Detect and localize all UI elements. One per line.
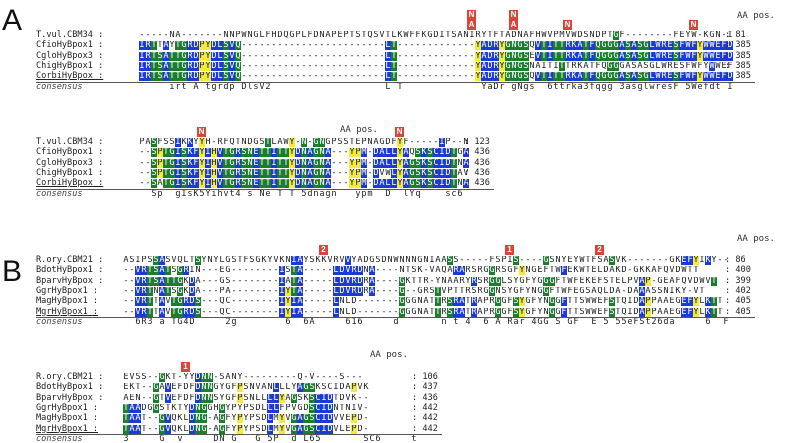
sequence-name: CfioHyBpox1 :	[36, 147, 104, 158]
sequence-name: ChigHyBpox1 :	[36, 167, 104, 178]
aa-position-number: : 442	[412, 402, 438, 413]
aa-position-number: : 442	[412, 423, 438, 434]
aligned-sequence: -----NA-------NNPWNGLFHDQGPLFDNAPEPTSTQS…	[139, 31, 733, 40]
sequence-name: CfioHyBpox1 :	[36, 40, 104, 51]
separator-line	[36, 81, 755, 83]
aligned-sequence: IRTTAYTGRDPYDLSVQ-----------------------…	[139, 41, 733, 51]
aligned-sequence: --VRTTAVTGRDS---QC--------IYIA-----LNLD-…	[123, 307, 723, 317]
consensus-label: consensus	[36, 316, 83, 327]
sequence-name: BparvHyBpox :	[36, 392, 104, 403]
glycosylation-marker: 2	[595, 245, 604, 255]
aa-position-number: : 385	[725, 60, 751, 71]
glycosylation-marker-letter: A	[467, 20, 476, 30]
aligned-sequence: --VRTTAVTGRDS---QC--------IYIA-----LNLD-…	[123, 297, 723, 307]
aligned-sequence: --SPTGISKFYIHVTGRSNETTITTYDNAGNA---YPM-D…	[139, 148, 469, 158]
sequence-name: MgrHyBpox1 :	[36, 423, 99, 434]
sequence-name: BdotHyBpox1 :	[36, 382, 104, 393]
aa-position-number: : 385	[725, 40, 751, 51]
sequence-name: GgrHyBpox1 :	[36, 402, 99, 413]
aa-position-number: : 385	[725, 50, 751, 61]
aa-position-number: : 106	[412, 372, 438, 382]
separator-line	[36, 434, 442, 435]
aligned-sequence: --SPTGISKFYIHVTGRSNETTITTYDNAGNA---YPM-D…	[139, 158, 469, 168]
consensus-label: consensus	[36, 433, 83, 443]
aa-pos-label: AA pos.	[737, 234, 775, 244]
aa-position-number: : 399	[725, 275, 751, 286]
glycosylation-marker: N	[395, 127, 404, 137]
aa-position-number: : 436	[464, 157, 490, 168]
consensus-sequence: 3 G v DN G G 5P d L65 SC6 t	[123, 434, 417, 443]
glycosylation-marker: 1	[181, 362, 190, 372]
sequence-name: CorbiHyBpox :	[36, 178, 104, 189]
aligned-sequence: --VRTSATTGKDA---GS--------IATA-----LDVRD…	[123, 276, 717, 286]
sequence-name: T.vul.CBM34 :	[36, 30, 104, 40]
sequence-name: ChigHyBpox1 :	[36, 60, 104, 71]
aligned-sequence: --SPTGISKFYIHVTGRSNETTITTYDNAGNA---YPM-D…	[139, 168, 469, 178]
aligned-sequence: TAAT--GVQKLDNG-AGFYPYPSDLMYVGAGSCIDVVEPD…	[123, 414, 369, 424]
glycosylation-marker: 1	[505, 245, 514, 255]
glycosylation-marker: 2	[319, 245, 328, 255]
sequence-name: R.ory.CBM21 :	[36, 372, 104, 382]
aligned-sequence: --VRTNATSGKDA---PA--------IYTA-----LDVRD…	[123, 286, 705, 296]
sequence-name: CgloHyBpox3 :	[36, 157, 104, 168]
aligned-sequence: ASIPSSASVQLTSYNYLGSTFSGKYVKNIAYSKKVRVVYA…	[123, 256, 729, 265]
aa-position-number: : 442	[412, 413, 438, 424]
aligned-sequence: PASFSSIKKYYH-RFQTNDGSTLAWY-N-GNGPSSTEPNA…	[139, 138, 469, 147]
aa-position-number: : 436	[464, 167, 490, 178]
aligned-sequence: TAADGGSTKTYDNGGHGYPYPSDLLLFPVGDSCIDNTNIV…	[123, 403, 369, 413]
aa-pos-label: AA pos.	[340, 125, 378, 135]
aligned-sequence: EKT--GAVEFDFDNNGYGFPSNVANLLLYAGSKSCIDAPV…	[123, 383, 369, 393]
sequence-name: BparvHyBpox :	[36, 275, 104, 286]
consensus-sequence: Sp gIsK5Yihvt4 s Ne T T 5dnagn ypm D lYq…	[151, 189, 463, 199]
aa-position-number: : 81	[725, 30, 746, 40]
aligned-sequence: --VRTSATSGRIN---EG--------ISTA-----LDVRD…	[123, 266, 699, 276]
aa-position-number: : 405	[725, 306, 751, 317]
consensus-sequence: irt A tgrdp DlsV2 L T YaDr gNgs 6ttrka3f…	[169, 82, 733, 92]
separator-line	[36, 317, 755, 318]
glycosylation-marker: N	[563, 20, 572, 30]
aa-position-number: : 402	[725, 285, 751, 296]
aligned-sequence: IRTSATTGRDPYDLSVQ-----------------------…	[139, 61, 733, 71]
aa-position-number: : 405	[725, 296, 751, 307]
glycosylation-marker: N	[509, 10, 518, 20]
sequence-name: R.ory.CBM21 :	[36, 255, 104, 265]
panel-letter-b: B	[2, 255, 23, 288]
aa-position-number: : 400	[725, 265, 751, 276]
aligned-sequence: IRTSATTGRDPYDLSVQ-----------------------…	[139, 51, 733, 61]
consensus-sequence: 6R3 a TG4D 2g 6 6A 616 d n t 4 6 A Rar 4…	[135, 317, 729, 327]
separator-line	[36, 188, 494, 190]
aa-position-number: : 86	[725, 255, 746, 265]
panel-letter-a: A	[2, 4, 23, 37]
sequence-name: T.vul.CBM34 :	[36, 137, 104, 147]
aa-pos-label: AA pos.	[737, 11, 775, 21]
sequence-name: BdotHyBpox1 :	[36, 265, 104, 276]
aa-position-number: : 436	[464, 178, 490, 189]
aligned-sequence: AEN--GTVEFDFDNNSYGFPSNLLLLYAGSKSCIDTDVK-…	[123, 393, 369, 403]
aligned-sequence: EVSS--GKT-YYDNN-SANY---------Q-V----S---	[123, 373, 363, 382]
aligned-sequence: TAAT--GVQKLDNG-AGFYPYPSDLMYVGAGSCIDVLEPD…	[123, 424, 369, 434]
sequence-name: MagHyBpox1 :	[36, 413, 99, 424]
sequence-name: MagHyBpox1 :	[36, 296, 99, 307]
aa-position-number: : 123	[464, 137, 490, 147]
glycosylation-marker: N	[689, 20, 698, 30]
consensus-label: consensus	[36, 81, 83, 92]
aa-position-number: : 436	[464, 147, 490, 158]
glycosylation-marker: N	[467, 10, 476, 20]
sequence-name: MgrHyBpox1 :	[36, 306, 99, 317]
aligned-sequence: --SATGISKFYIHVTGRSNETTITTYDNAGNA---YPM-D…	[139, 179, 469, 189]
consensus-label: consensus	[36, 188, 83, 199]
aa-pos-label: AA pos.	[370, 350, 408, 360]
aligned-sequence: IRTSATTGRDPYDLSVQ-----------------------…	[139, 72, 733, 82]
sequence-name: CgloHyBpox3 :	[36, 50, 104, 61]
sequence-name: GgrHyBpox1 :	[36, 285, 99, 296]
aa-position-number: : 385	[725, 71, 751, 82]
sequence-name: CorbiHyBpox :	[36, 71, 104, 82]
aa-position-number: : 437	[412, 382, 438, 393]
aa-position-number: : 436	[412, 392, 438, 403]
glycosylation-marker: N	[197, 127, 206, 137]
glycosylation-marker-letter: A	[509, 20, 518, 30]
